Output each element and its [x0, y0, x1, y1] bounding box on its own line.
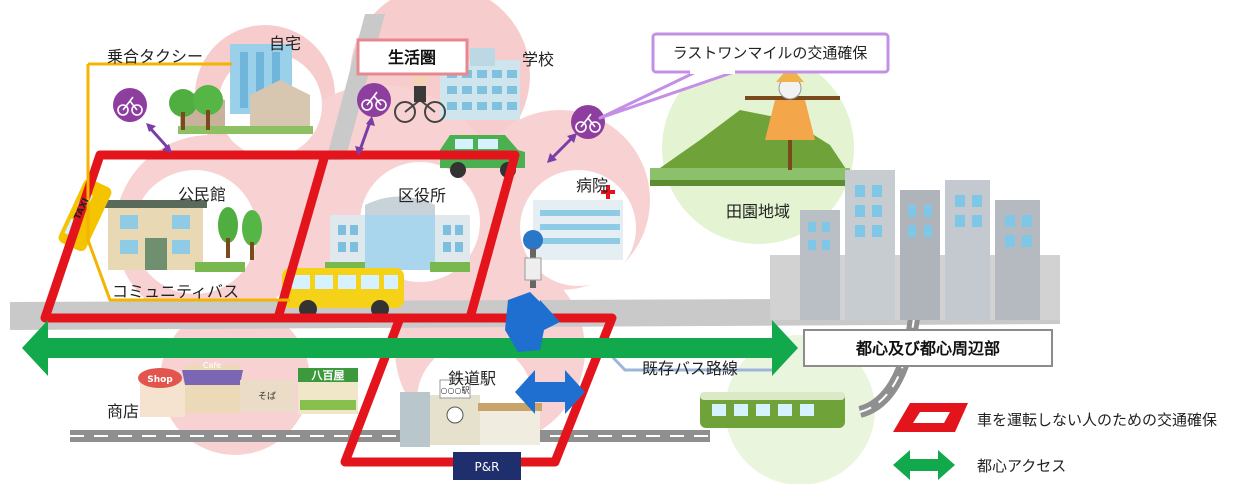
- ride-taxi-label: 乗合タクシー: [107, 47, 203, 66]
- shop-buildings: [138, 365, 358, 417]
- last-mile-label: ラストワンマイルの交通確保: [673, 44, 868, 62]
- city-center-label: 都心及び都心周辺部: [855, 339, 1000, 358]
- hospital-building: [533, 185, 623, 260]
- bicycle-icon: [571, 105, 605, 139]
- legend-green-label: 都心アクセス: [977, 457, 1066, 475]
- station-sign: ○○○駅: [441, 386, 470, 395]
- station-label: 鉄道駅: [448, 369, 496, 388]
- legend-red-symbol: [893, 403, 968, 432]
- shop-sign: Shop: [147, 375, 173, 385]
- school-label: 学校: [522, 50, 554, 69]
- train-icon: [700, 392, 845, 428]
- ward-office-building: [325, 196, 470, 272]
- blue-bus-stop-arrow: [505, 292, 560, 352]
- soba-sign: そば: [258, 391, 276, 402]
- tree-icon: [218, 207, 262, 260]
- taxi-route-line: [86, 62, 290, 302]
- bicycle-icon: [113, 88, 147, 122]
- community-bus-label: コミュニティバス: [112, 282, 239, 301]
- tree-icon: [169, 85, 223, 130]
- existing-bus-label: 既存バス路線: [642, 359, 738, 378]
- shops-label: 商店: [107, 402, 139, 421]
- bus-stop-icon: [523, 230, 543, 288]
- scarecrow-icon: [745, 66, 840, 170]
- city-center-box: [803, 329, 1053, 367]
- rural-area-label: 田園地域: [726, 202, 790, 221]
- park-ride-label: P&R: [475, 460, 500, 474]
- living-area-box: [356, 38, 469, 76]
- legend: 車を運転しない人のための交通確保 都心アクセス: [893, 403, 1217, 480]
- station-building: [400, 379, 542, 447]
- rural-area: [650, 52, 854, 244]
- blue-access-arrow: [515, 370, 585, 414]
- community-hall-label: 公民館: [178, 185, 226, 204]
- hospital-label: 病院: [576, 176, 608, 195]
- yaoya-sign: 八百屋: [311, 369, 345, 382]
- last-mile-callout: [598, 32, 890, 120]
- legend-red-label: 車を運転しない人のための交通確保: [977, 411, 1217, 429]
- cyclist-person-icon: [394, 73, 446, 123]
- community-hall-building: [104, 200, 245, 272]
- purple-double-arrow: [146, 116, 577, 163]
- cafe-sign: Cafe: [203, 361, 221, 370]
- living-area-label: 生活圏: [388, 48, 436, 67]
- legend-green-arrow: [893, 450, 955, 480]
- green-access-arrow: [22, 320, 798, 376]
- city-skyline: [770, 170, 1060, 320]
- park-ride-box: [453, 452, 521, 480]
- ward-office-label: 区役所: [398, 186, 446, 205]
- bicycle-icon: [357, 83, 391, 117]
- home-label: 自宅: [269, 34, 301, 53]
